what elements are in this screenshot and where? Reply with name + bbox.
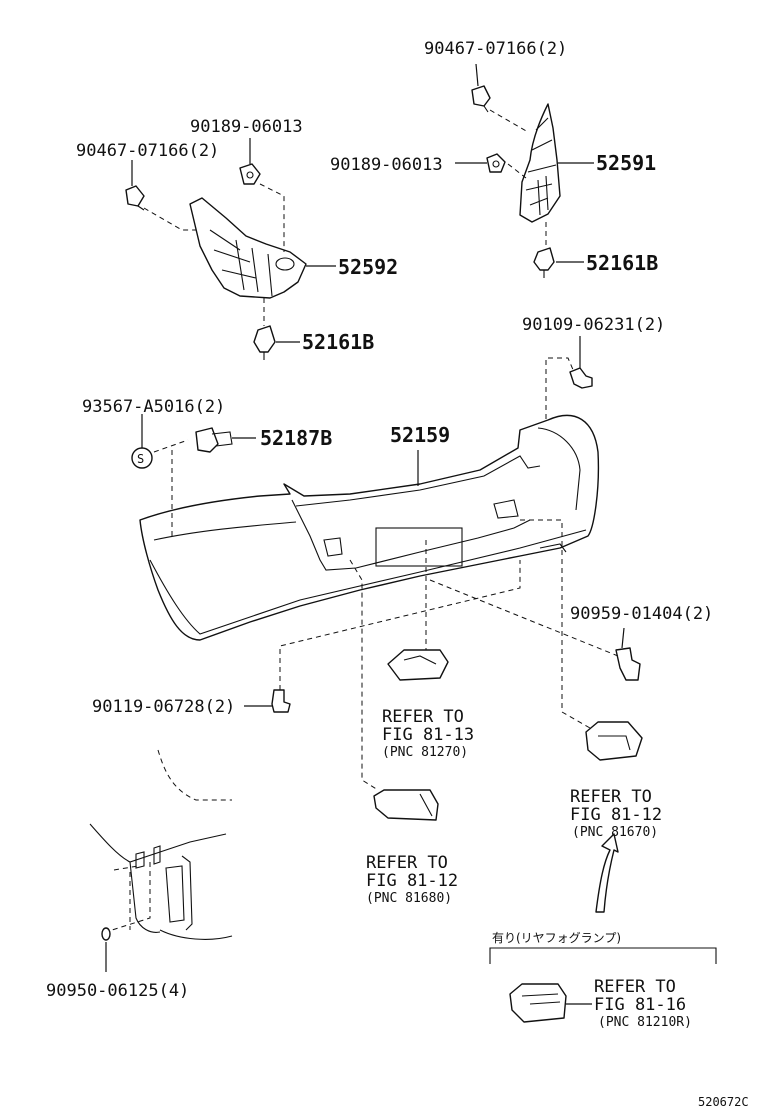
ref-right-reflector-line1: REFER TO (570, 787, 652, 807)
ref-license-lamp-pnc: (PNC 81270) (382, 745, 468, 760)
retainer-90959 (615, 647, 641, 681)
nut-90189-right (486, 153, 506, 173)
ref-right-reflector-pnc: (PNC 81670) (572, 825, 658, 840)
figure-code: 520672C (698, 1095, 749, 1109)
label-52592: 52592 (338, 255, 398, 279)
label-93567: 93567-A5016(2) (82, 397, 225, 417)
nut-90189-left (239, 163, 261, 185)
right-reflector (585, 721, 643, 761)
label-52187b: 52187B (260, 426, 332, 450)
label-90189-left: 90189-06013 (190, 117, 303, 137)
label-52591: 52591 (596, 151, 656, 175)
fog-lamp-box (489, 947, 717, 1023)
part-52591-bracket (519, 103, 561, 223)
label-90109: 90109-06231(2) (522, 315, 665, 335)
clip-90467-left (125, 185, 145, 211)
label-52161b-right: 52161B (586, 251, 658, 275)
left-reflector (373, 789, 439, 821)
ref-license-lamp-line2: FIG 81-13 (382, 725, 474, 745)
label-90119: 90119-06728(2) (92, 697, 235, 717)
clip-90467-top (471, 85, 491, 113)
ref-right-reflector-line2: FIG 81-12 (570, 805, 662, 825)
label-90189-right: 90189-06013 (330, 155, 443, 175)
bolt-90109 (569, 367, 593, 389)
ref-left-reflector-line2: FIG 81-12 (366, 871, 458, 891)
pointer-arrow (595, 833, 619, 913)
part-52592-bracket (189, 197, 307, 299)
pushclip-52161b-left (253, 325, 276, 360)
ref-fog-lamp-pnc: (PNC 81210R) (598, 1015, 692, 1030)
retainer-52187b (195, 427, 233, 453)
ref-fog-lamp-line2: FIG 81-16 (594, 995, 686, 1015)
screw-90119 (271, 689, 291, 713)
label-90467-top: 90467-07166(2) (424, 39, 567, 59)
ref-left-reflector-pnc: (PNC 81680) (366, 891, 452, 906)
pushclip-52161b-right (533, 247, 555, 278)
s-mark-label: S (137, 452, 144, 466)
label-90467-left: 90467-07166(2) (76, 141, 219, 161)
ref-left-reflector-line1: REFER TO (366, 853, 448, 873)
label-52161b-left: 52161B (302, 330, 374, 354)
label-90959: 90959-01404(2) (570, 604, 713, 624)
fog-lamp-note: 有り(リヤフォグランプ) (492, 931, 621, 945)
license-lamp (387, 649, 449, 681)
part-52159-rear-bumper (139, 414, 600, 641)
body-section-lower-left (89, 749, 233, 941)
label-90950: 90950-06125(4) (46, 981, 189, 1001)
label-52159: 52159 (390, 423, 450, 447)
screw-93567-mark: S (131, 447, 153, 469)
ref-license-lamp-line1: REFER TO (382, 707, 464, 727)
ref-fog-lamp-line1: REFER TO (594, 977, 676, 997)
